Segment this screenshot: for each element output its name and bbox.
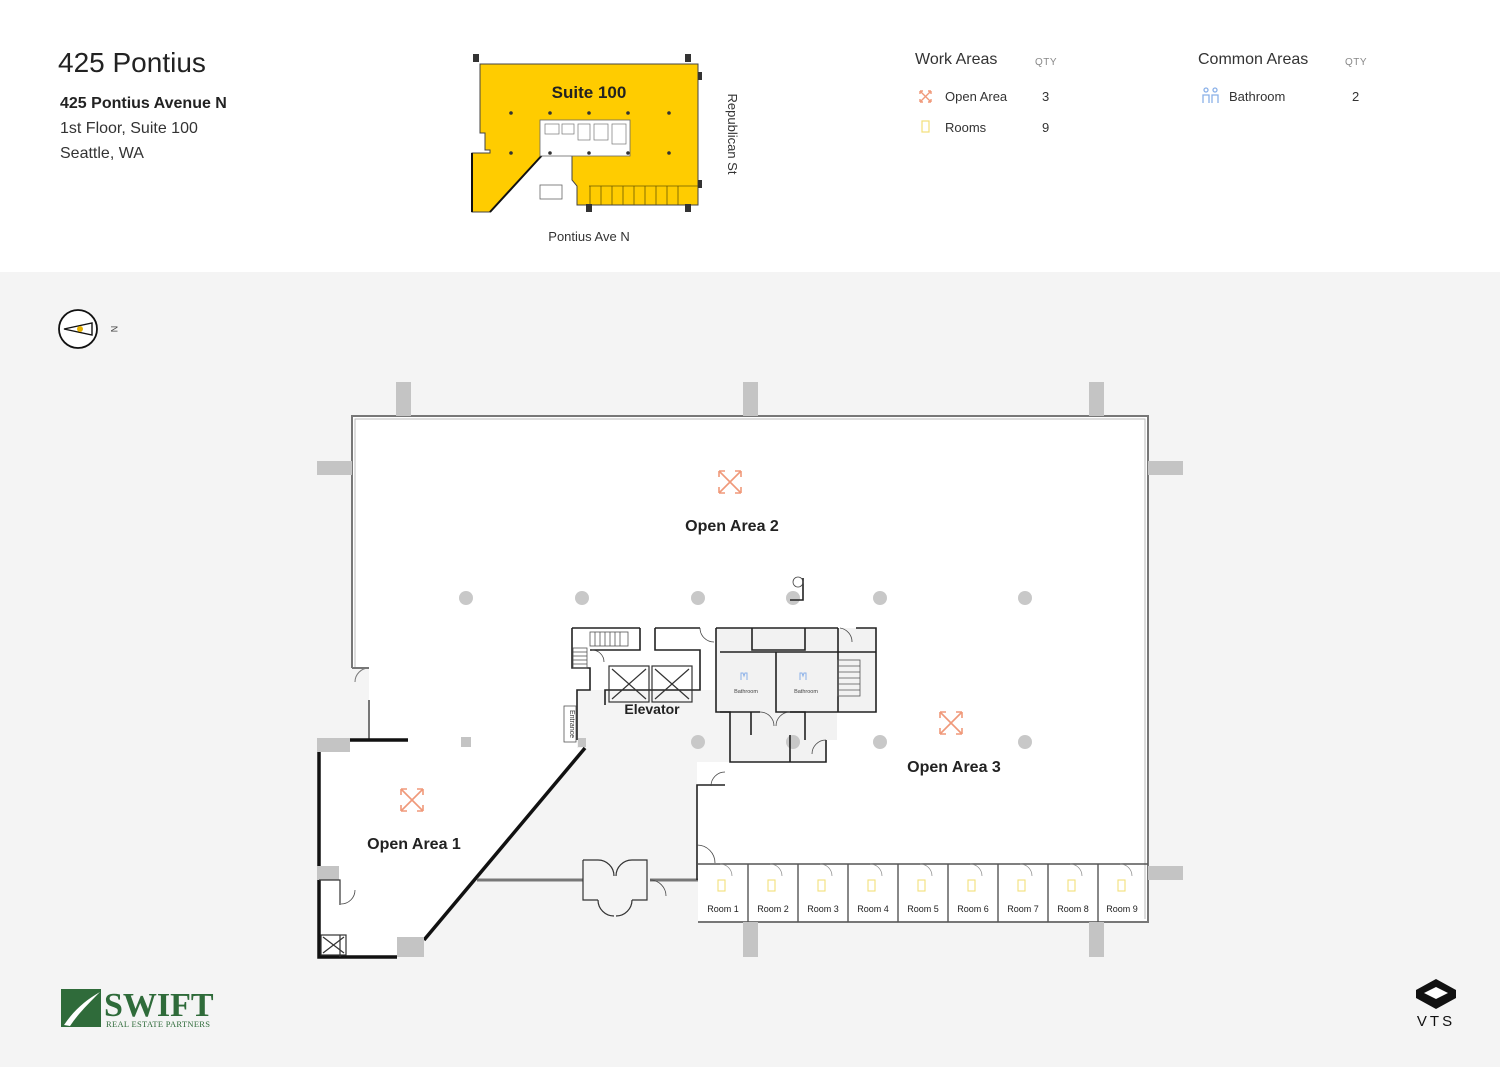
header: [0, 0, 1500, 272]
building-core: [572, 628, 876, 762]
open-area-1-icon: [400, 788, 424, 812]
open-area-2-label: Open Area 2: [685, 518, 779, 535]
room-5-label: Room 5: [907, 904, 939, 914]
key-plan-suite-label: Suite 100: [552, 83, 627, 102]
vestibule: [582, 859, 648, 917]
legend-open-area-label: Open Area: [945, 89, 1008, 104]
bathroom-label-1: Bathroom: [734, 689, 758, 695]
core-walls: [571, 578, 877, 880]
open-area-3-label: Open Area 3: [907, 759, 1001, 776]
legend-common-qty-heading: QTY: [1345, 57, 1368, 68]
address-city: Seattle, WA: [60, 145, 144, 162]
room-7-label: Room 7: [1007, 904, 1039, 914]
bathroom-icons: [740, 672, 807, 680]
compass-icon: [58, 309, 98, 349]
room-icons: [717, 879, 1126, 892]
swift-logo-name: SWIFT: [104, 987, 214, 1024]
elevator-cars: [608, 665, 693, 703]
entrance-label: Entrance: [568, 710, 575, 738]
legend-rooms-qty: 9: [1042, 120, 1050, 135]
room-icon: [921, 120, 930, 133]
open-area-icon: [919, 90, 932, 103]
bathroom-label-2: Bathroom: [794, 689, 818, 695]
legend-work-heading: Work Areas: [915, 51, 998, 68]
legend-open-area-qty: 3: [1042, 89, 1050, 104]
stairs: [572, 631, 861, 697]
room-4-label: Room 4: [857, 904, 889, 914]
swift-logo-tagline: REAL ESTATE PARTNERS: [106, 1019, 210, 1029]
room-6-label: Room 6: [957, 904, 989, 914]
open-area-3-icon: [939, 711, 963, 735]
legend-common-heading: Common Areas: [1198, 51, 1309, 68]
vts-logo: VTS: [1416, 979, 1456, 1030]
entrance-corridor: [477, 690, 730, 880]
compass-label: N: [109, 326, 119, 333]
vts-logo-text: VTS: [1417, 1013, 1455, 1030]
address-suite: 1st Floor, Suite 100: [60, 120, 198, 137]
legend-bathroom-label: Bathroom: [1229, 89, 1286, 104]
building-title: 425 Pontius: [58, 47, 206, 78]
open-area-1-label: Open Area 1: [367, 836, 461, 853]
street-label-east: Republican St: [725, 94, 740, 175]
open-area-2-icon: [718, 470, 742, 494]
bathroom-icon: [1202, 87, 1219, 103]
legend-work-qty-heading: QTY: [1035, 57, 1058, 68]
perimeter-columns: [317, 382, 1183, 957]
key-plan: [471, 54, 702, 213]
address-street: 425 Pontius Avenue N: [60, 95, 227, 112]
interior-columns: [459, 591, 1032, 749]
room-2-label: Room 2: [757, 904, 789, 914]
door-swings: [340, 576, 853, 905]
legend-rooms-label: Rooms: [945, 120, 987, 135]
legend-bathroom-qty: 2: [1352, 89, 1360, 104]
elevator-label: Elevator: [624, 701, 680, 717]
room-9-label: Room 9: [1106, 904, 1138, 914]
room-3-label: Room 3: [807, 904, 839, 914]
room-8-label: Room 8: [1057, 904, 1089, 914]
room-1-label: Room 1: [707, 904, 739, 914]
street-label-south: Pontius Ave N: [548, 229, 629, 244]
swift-logo: SWIFT REAL ESTATE PARTNERS: [61, 987, 214, 1029]
